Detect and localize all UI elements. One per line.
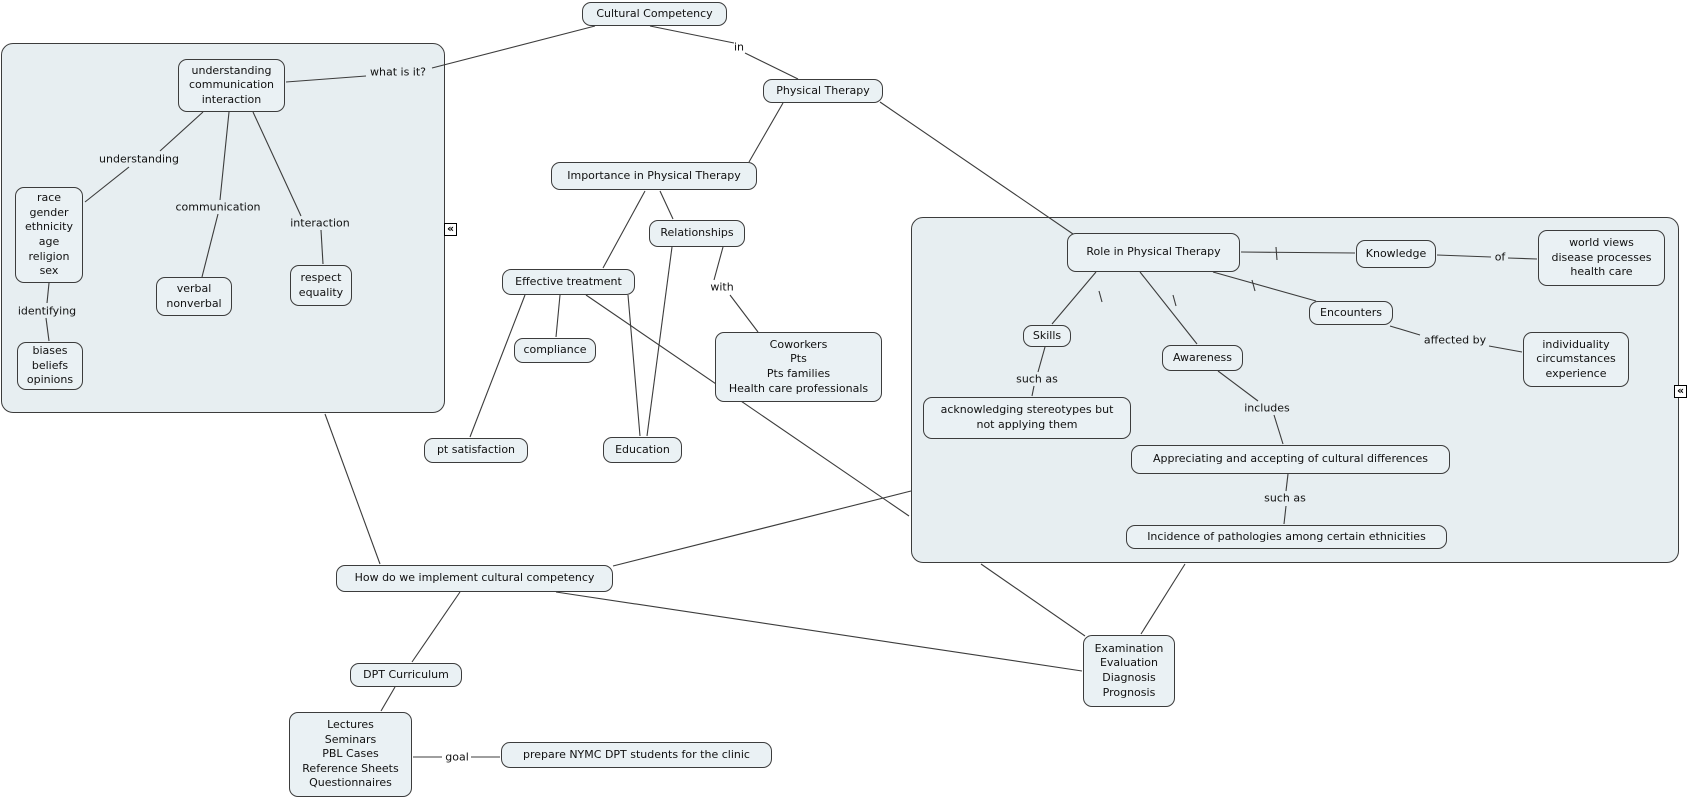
concept-race-gender-ethnicity[interactable]: race gender ethnicity age religion sex (15, 187, 83, 283)
concept-relationships[interactable]: Relationships (649, 220, 745, 247)
concept-biases-beliefs-opinions[interactable]: biases beliefs opinions (17, 342, 83, 390)
concept-world-views[interactable]: world views disease processes health car… (1538, 230, 1665, 286)
link-label-goal[interactable]: goal (445, 750, 469, 764)
concept-coworkers[interactable]: Coworkers Pts Pts families Health care p… (715, 332, 882, 402)
concept-skills[interactable]: Skills (1023, 325, 1071, 347)
link-label-interaction[interactable]: interaction (290, 216, 350, 230)
concept-verbal-nonverbal[interactable]: verbal nonverbal (156, 277, 232, 316)
concept-role-in-pt[interactable]: Role in Physical Therapy (1067, 233, 1240, 272)
left-cluster-collapse-icon[interactable]: « (444, 223, 457, 236)
right-cluster-collapse-icon[interactable]: « (1674, 385, 1687, 398)
concept-lectures-seminars[interactable]: Lectures Seminars PBL Cases Reference Sh… (289, 712, 412, 797)
concept-cultural-competency[interactable]: Cultural Competency (582, 2, 727, 26)
link-label-communication[interactable]: communication (175, 200, 261, 214)
link-label-of[interactable]: of (1494, 250, 1506, 264)
link-label-includes[interactable]: includes (1244, 401, 1290, 415)
concept-education[interactable]: Education (603, 437, 682, 463)
link-label-what-is-it[interactable]: what is it? (369, 65, 427, 79)
concept-prepare-students[interactable]: prepare NYMC DPT students for the clinic (501, 742, 772, 768)
concept-physical-therapy[interactable]: Physical Therapy (763, 79, 883, 103)
link-label-such-as-skills[interactable]: such as (1016, 372, 1058, 386)
link-label-in[interactable]: in (733, 40, 745, 54)
concept-dpt-curriculum[interactable]: DPT Curriculum (350, 663, 462, 687)
link-label-such-as-incidence[interactable]: such as (1264, 491, 1306, 505)
concept-knowledge[interactable]: Knowledge (1356, 240, 1436, 268)
concept-pt-satisfaction[interactable]: pt satisfaction (424, 438, 528, 463)
concept-how-implement[interactable]: How do we implement cultural competency (336, 565, 613, 592)
concept-individuality[interactable]: individuality circumstances experience (1523, 332, 1629, 387)
concept-compliance[interactable]: compliance (514, 338, 596, 363)
concept-incidence-pathologies[interactable]: Incidence of pathologies among certain e… (1126, 525, 1447, 549)
link-label-understanding[interactable]: understanding (99, 152, 179, 166)
link-label-affected-by[interactable]: affected by (1423, 333, 1487, 347)
concept-acknowledging-stereotypes[interactable]: acknowledging stereotypes but not applyi… (923, 397, 1131, 439)
link-label-identifying[interactable]: identifying (17, 304, 77, 318)
concept-examination[interactable]: Examination Evaluation Diagnosis Prognos… (1083, 635, 1175, 707)
concept-understanding-communication-interaction[interactable]: understanding communication interaction (178, 59, 285, 112)
concept-importance-in-pt[interactable]: Importance in Physical Therapy (551, 162, 757, 190)
concept-awareness[interactable]: Awareness (1162, 345, 1243, 371)
concept-effective-treatment[interactable]: Effective treatment (502, 269, 635, 295)
concept-encounters[interactable]: Encounters (1309, 301, 1393, 325)
concept-appreciating-differences[interactable]: Appreciating and accepting of cultural d… (1131, 445, 1450, 474)
concept-respect-equality[interactable]: respect equality (290, 265, 352, 306)
link-label-with[interactable]: with (710, 280, 734, 294)
